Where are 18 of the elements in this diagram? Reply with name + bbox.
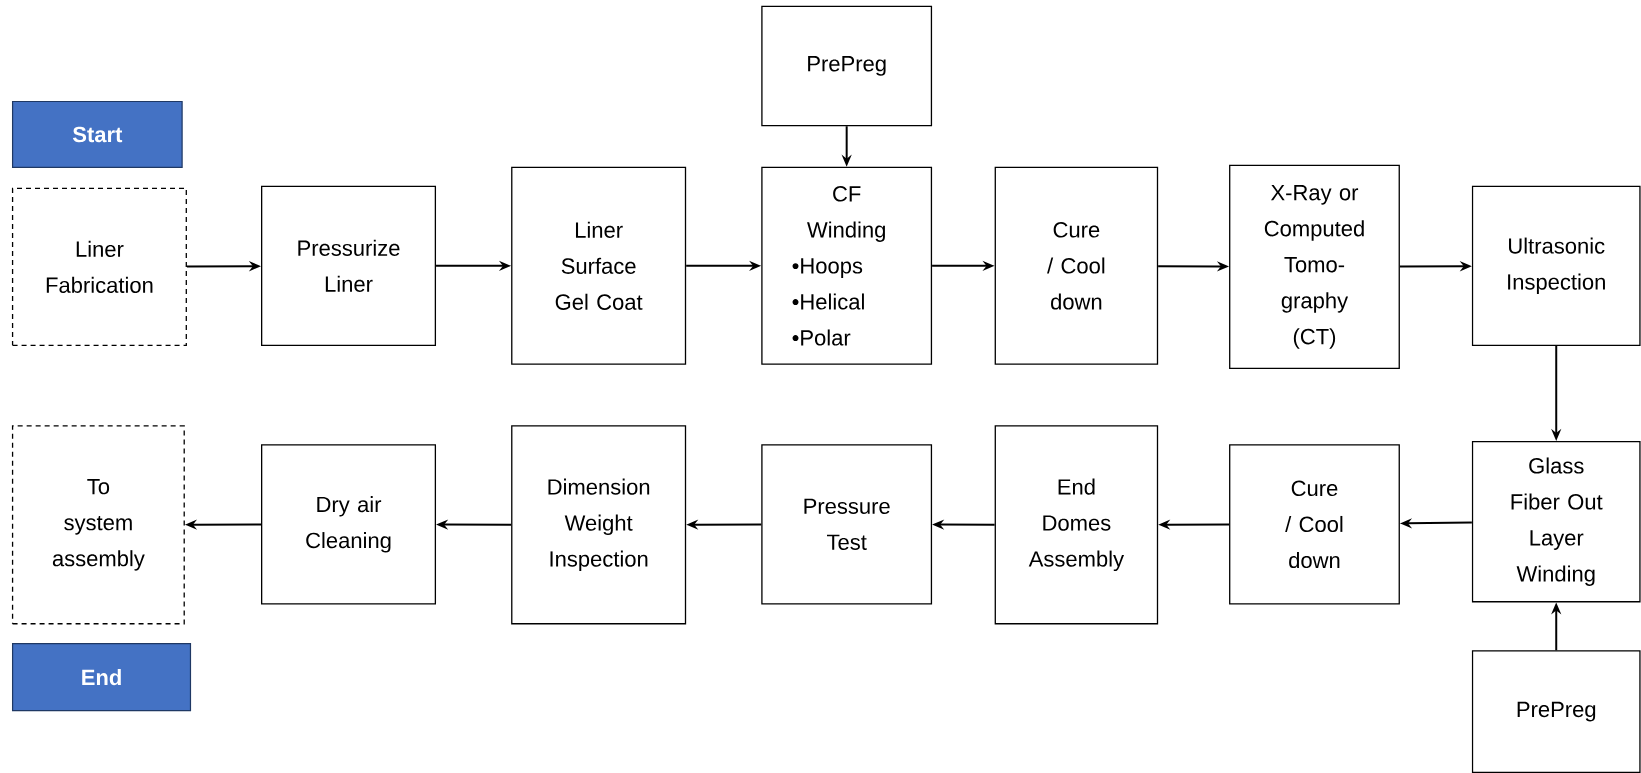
process-box: Pressure Test	[761, 443, 933, 605]
process-box: Pressurize Liner	[261, 185, 437, 346]
process-box: CF Winding •Hoops •Helical •Polar	[761, 166, 933, 365]
process-box: PrePreg	[761, 5, 933, 127]
process-box: Dimension Weight Inspection	[511, 425, 687, 625]
process-box: Dry air Cleaning	[261, 443, 437, 605]
process-box: Ultrasonic Inspection	[1471, 185, 1641, 346]
terminal-box: End	[12, 642, 192, 711]
external-step-box: To system assembly	[11, 425, 185, 625]
external-step-box: Liner Fabrication	[11, 187, 187, 346]
process-box: End Domes Assembly	[994, 425, 1159, 625]
process-box: Liner Surface Gel Coat	[511, 166, 687, 365]
process-box: Glass Fiber Out Layer Winding	[1471, 440, 1641, 603]
terminal-box: Start	[12, 100, 183, 168]
process-box: Cure / Cool down	[994, 166, 1159, 365]
process-box: X-Ray or Computed Tomo-graphy (CT)	[1229, 164, 1400, 369]
process-box: PrePreg	[1471, 650, 1641, 773]
process-box: Cure / Cool down	[1229, 443, 1400, 605]
